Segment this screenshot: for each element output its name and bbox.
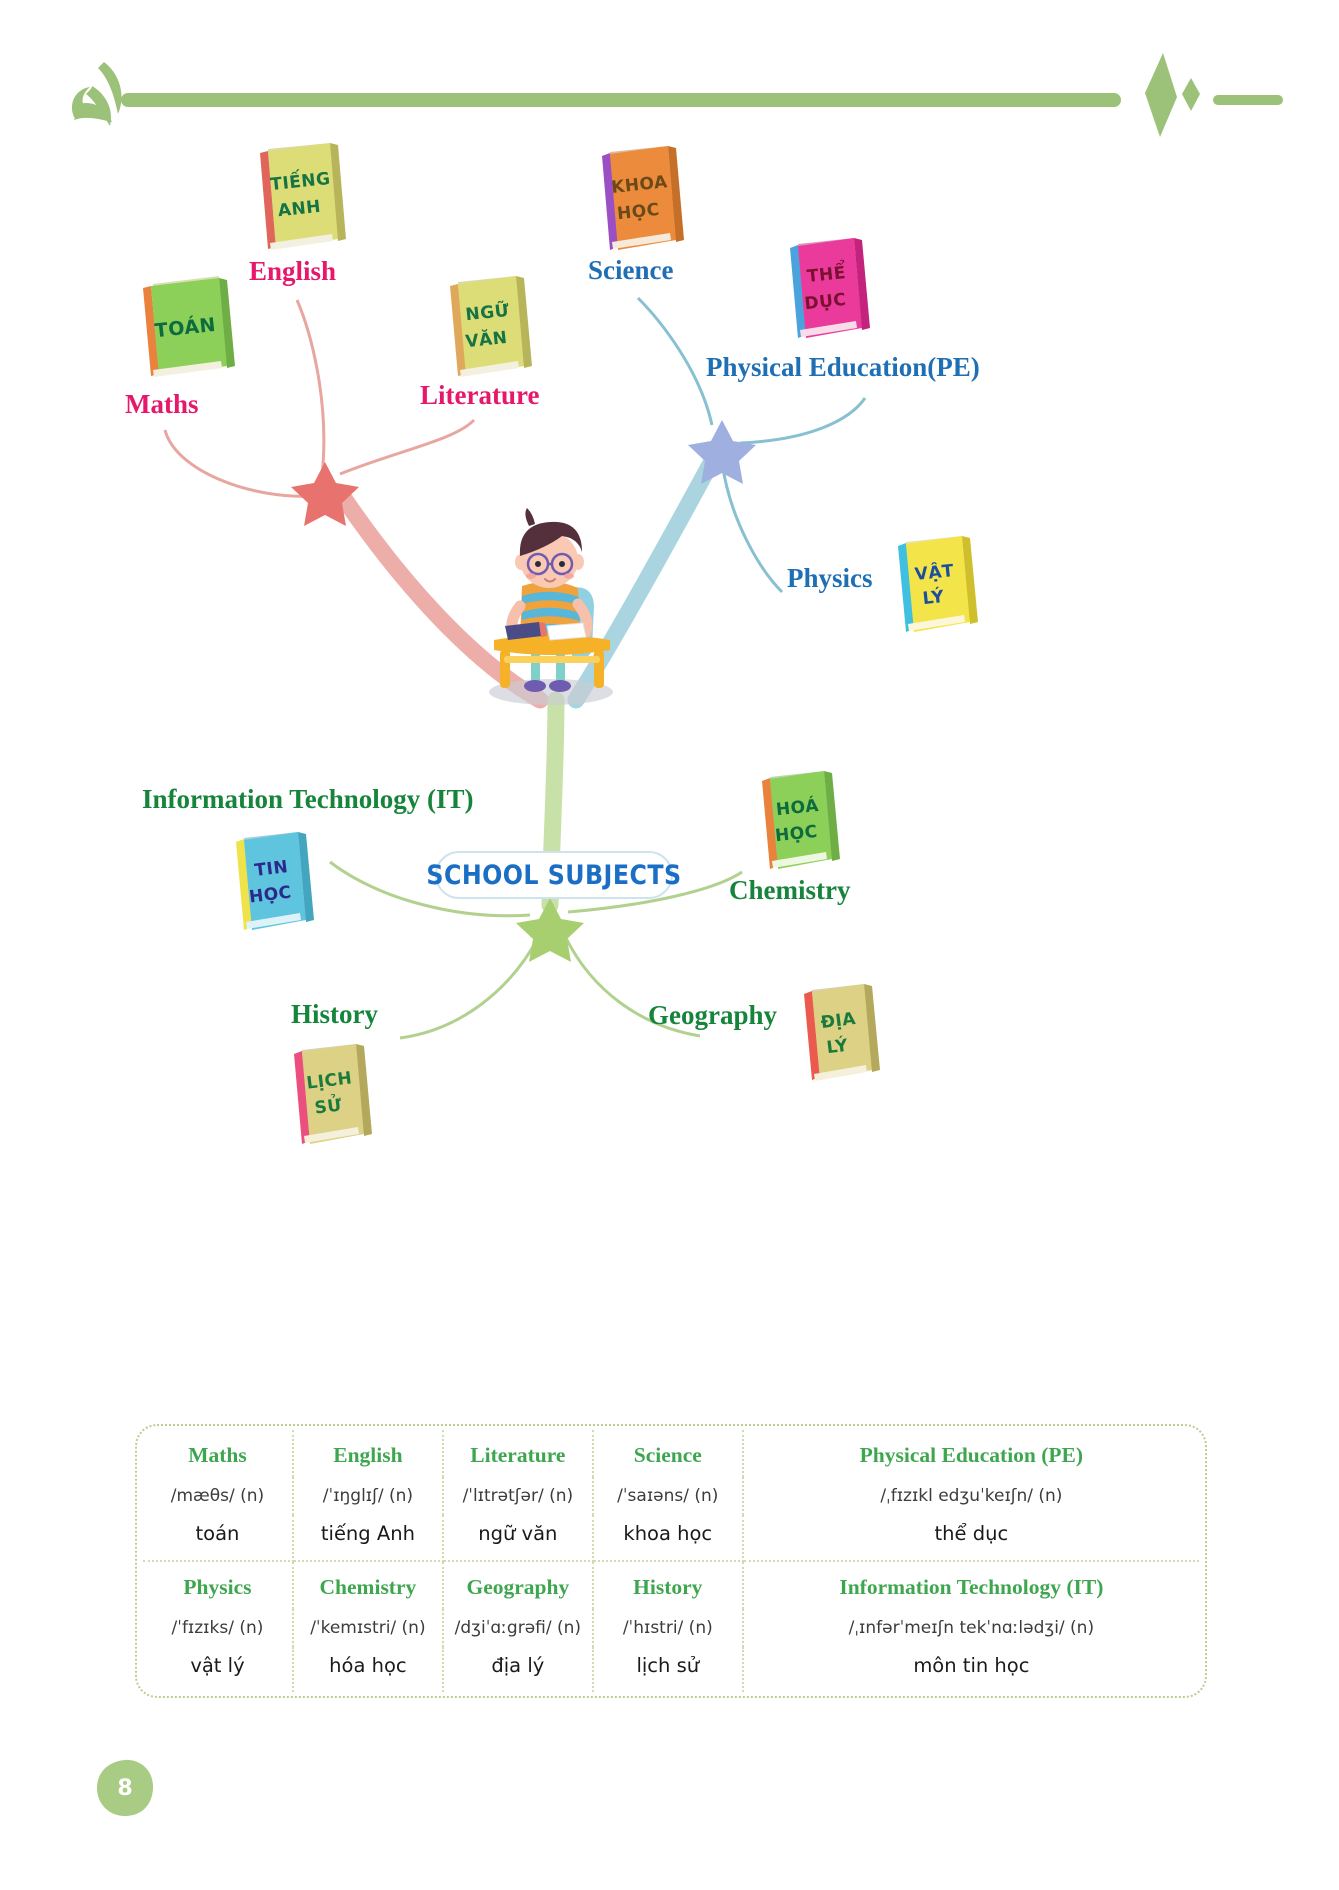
table-cell-ipa: /mæθs/ (n) <box>143 1477 294 1515</box>
table-cell-ipa: /ˈsaɪəns/ (n) <box>592 1477 744 1515</box>
table-row-vietnamese-2: vật lý hóa học địa lý lịch sử môn tin họ… <box>143 1647 1199 1692</box>
book-label-it-1: TIN <box>253 857 289 881</box>
table-cell-english: Geography <box>442 1561 594 1609</box>
label-history: History <box>291 999 378 1029</box>
label-geography: Geography <box>648 1000 778 1030</box>
table-cell-ipa: /ˈkemɪstri/ (n) <box>292 1609 444 1647</box>
table-cell-vietnamese: địa lý <box>442 1647 594 1692</box>
vocabulary-table: Maths English Literature Science Physica… <box>135 1424 1207 1698</box>
student-illustration <box>489 508 613 705</box>
node-pink-star <box>291 462 359 526</box>
node-green-star <box>516 898 584 962</box>
book-label-physics-2: LÝ <box>922 585 946 609</box>
table-cell-english: Physics <box>143 1561 294 1609</box>
table-cell-english: Physical Education (PE) <box>859 1443 1084 1467</box>
twig-geography <box>564 937 701 1038</box>
page-number-blob <box>97 1759 153 1816</box>
table-cell-ipa: /ˈlɪtrətʃər/ (n) <box>442 1477 594 1515</box>
table-cell-ipa: /ˈfɪzɪks/ (n) <box>143 1609 294 1647</box>
twig-pe <box>739 397 867 445</box>
table-cell-english: Maths <box>143 1430 294 1477</box>
label-english: English <box>249 256 337 286</box>
label-literature: Literature <box>420 380 540 410</box>
table-row-english-1: Maths English Literature Science Physica… <box>143 1430 1199 1477</box>
table-cell-english: Science <box>592 1430 744 1477</box>
table-cell-vietnamese: ngữ văn <box>442 1515 594 1562</box>
book-label-geography-2: LÝ <box>825 1034 849 1058</box>
table-cell-vietnamese: vật lý <box>143 1647 294 1692</box>
table-cell-ipa: /ˈɪŋglɪʃ/ (n) <box>292 1477 444 1515</box>
table-cell-ipa: /ˌɪnfərˈmeɪʃn tekˈnɑːlədʒi/ (n) <box>848 1618 1095 1638</box>
book-geography: ĐỊA LÝ <box>788 976 886 1088</box>
table-row-ipa-2: /ˈfɪzɪks/ (n) /ˈkemɪstri/ (n) /dʒiˈɑːgrə… <box>143 1609 1199 1647</box>
book-label-pe-2: DỤC <box>804 290 848 314</box>
book-english: TIẾNG ANH <box>248 135 348 257</box>
book-it: TIN HỌC <box>222 822 318 934</box>
book-history: LỊCH SỬ <box>278 1032 378 1150</box>
table-cell-ipa: /ˌfɪzɪkl edʒuˈkeɪʃn/ (n) <box>880 1486 1063 1506</box>
book-maths: TOÁN <box>133 272 237 384</box>
header-decoration <box>71 53 1283 137</box>
label-chemistry: Chemistry <box>729 875 851 905</box>
center-badge: SCHOOL SUBJECTS <box>426 851 681 899</box>
label-physics: Physics <box>787 563 873 593</box>
book-label-english-2: ANH <box>277 197 322 221</box>
table-row-vietnamese-1: toán tiếng Anh ngữ văn khoa học thể dục <box>143 1515 1199 1562</box>
table-cell-vietnamese: tiếng Anh <box>292 1515 444 1562</box>
mindmap-canvas <box>163 296 867 1040</box>
label-it: Information Technology (IT) <box>142 784 474 814</box>
twig-english <box>295 299 326 477</box>
table-cell-vietnamese: toán <box>143 1515 294 1562</box>
twig-physics <box>720 461 784 594</box>
book-chemistry: HOÁ HỌC <box>748 763 844 875</box>
twig-chemistry <box>567 870 743 914</box>
node-blue-star <box>688 420 756 484</box>
table-cell-english: Chemistry <box>292 1561 444 1609</box>
page-number-label: 8 <box>117 1775 133 1801</box>
table-cell-ipa: /dʒiˈɑːgrəfi/ (n) <box>442 1609 594 1647</box>
table-cell-vietnamese: thể dục <box>742 1515 1199 1562</box>
page-number-badge: 8 <box>96 1759 154 1817</box>
twig-science <box>636 296 714 426</box>
book-label-geography-1: ĐỊA <box>820 1009 858 1033</box>
book-label-science-2: HỌC <box>616 200 661 224</box>
book-science: KHOA HỌC <box>588 136 686 258</box>
label-maths: Maths <box>125 389 199 419</box>
table-cell-english: History <box>592 1561 744 1609</box>
twig-literature <box>339 418 476 476</box>
book-label-chemistry-2: HỌC <box>774 822 819 846</box>
table-cell-vietnamese: hóa học <box>292 1647 444 1692</box>
book-physics: VẬT LÝ <box>884 528 980 638</box>
twig-maths <box>163 429 317 498</box>
table-cell-vietnamese: lịch sử <box>592 1647 744 1692</box>
table-row-english-2: Physics Chemistry Geography History Info… <box>143 1561 1199 1609</box>
table-cell-english: English <box>292 1430 444 1477</box>
table-cell-english: Information Technology (IT) <box>839 1575 1104 1599</box>
label-science: Science <box>588 255 674 285</box>
table-cell-ipa: /ˈhɪstri/ (n) <box>592 1609 744 1647</box>
table-cell-vietnamese: môn tin học <box>913 1654 1030 1677</box>
branch-pink-trunk <box>336 491 549 709</box>
table-cell-english: Literature <box>442 1430 594 1477</box>
twig-it <box>329 860 531 918</box>
label-pe: Physical Education(PE) <box>706 352 980 382</box>
book-literature: NGỮ VĂN <box>438 268 534 382</box>
book-pe: THỂ DỤC <box>776 228 874 346</box>
center-badge-label: SCHOOL SUBJECTS <box>426 859 682 891</box>
table-row-ipa-1: /mæθs/ (n) /ˈɪŋglɪʃ/ (n) /ˈlɪtrətʃər/ (n… <box>143 1477 1199 1515</box>
table-cell-vietnamese: khoa học <box>592 1515 744 1562</box>
twig-history <box>399 937 540 1040</box>
